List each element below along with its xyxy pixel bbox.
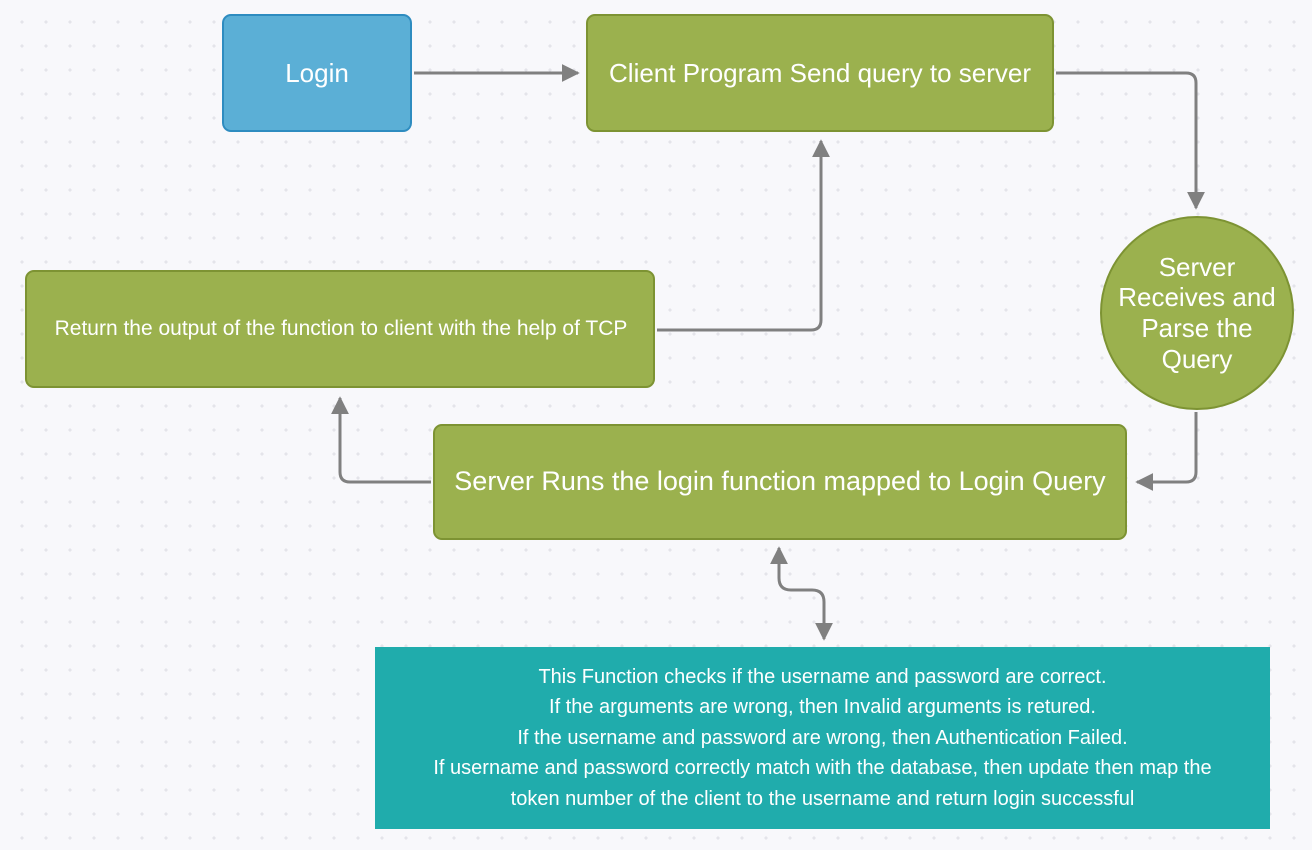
- node-function-description-label: This Function checks if the username and…: [433, 666, 1212, 810]
- node-return-output-tcp-label: Return the output of the function to cli…: [54, 316, 628, 340]
- edge-server-circle-to-login-function: [1135, 412, 1198, 491]
- edge-client-to-server-circle: [1056, 71, 1205, 210]
- edge-login-function-to-return-tcp: [331, 396, 431, 484]
- node-login[interactable]: Login: [222, 14, 412, 132]
- node-server-receives-parse-query-label: Server Receives and Parse the Query: [1118, 251, 1276, 374]
- node-function-description[interactable]: This Function checks if the username and…: [375, 647, 1270, 829]
- node-return-output-tcp[interactable]: Return the output of the function to cli…: [25, 270, 655, 388]
- node-client-program-label: Client Program Send query to server: [609, 57, 1031, 88]
- edge-login-function-to-description: [770, 546, 833, 641]
- node-client-program[interactable]: Client Program Send query to server: [586, 14, 1054, 132]
- node-server-runs-login-function[interactable]: Server Runs the login function mapped to…: [433, 424, 1127, 540]
- edge-return-tcp-to-client: [657, 139, 830, 332]
- node-login-label: Login: [285, 57, 349, 88]
- node-server-runs-login-function-label: Server Runs the login function mapped to…: [454, 466, 1106, 497]
- node-server-receives-parse-query[interactable]: Server Receives and Parse the Query: [1100, 216, 1294, 410]
